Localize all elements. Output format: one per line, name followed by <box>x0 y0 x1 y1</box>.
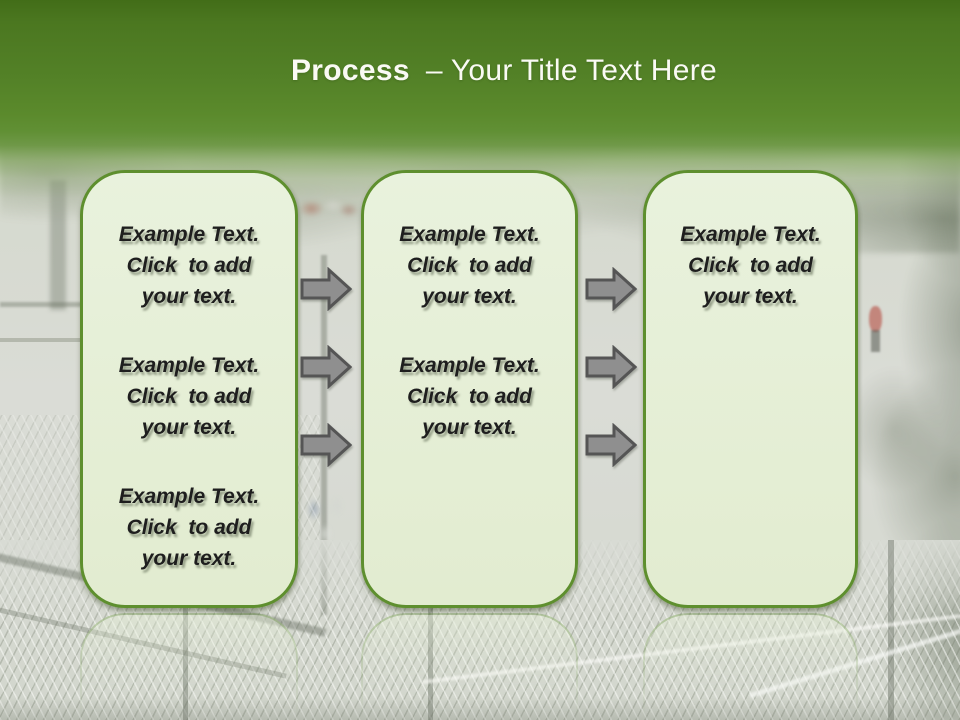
placeholder-line: your text. <box>141 416 237 439</box>
person-decor <box>869 306 882 332</box>
placeholder-line: Example Text. <box>118 223 260 246</box>
right-arrow-icon[interactable] <box>300 345 352 389</box>
placeholder-line: Click to add <box>688 254 813 277</box>
placeholder-line: Example Text. <box>118 354 260 377</box>
placeholder-line: your text. <box>141 547 237 570</box>
box-reflection <box>80 613 298 720</box>
placeholder-line: Click to add <box>126 254 252 277</box>
fence-post-decor <box>888 540 894 720</box>
placeholder-paragraph: Example Text. Click to add your text. <box>83 219 295 312</box>
placeholder-paragraph: Example Text. Click to add your text. <box>364 350 575 443</box>
title-placeholder-text: Your Title Text Here <box>450 54 717 87</box>
right-arrow-icon[interactable] <box>300 423 352 467</box>
placeholder-line: Example Text. <box>118 485 260 508</box>
person-decor <box>871 330 880 352</box>
right-arrow-icon[interactable] <box>300 267 352 311</box>
placeholder-paragraph: Example Text. Click to add your text. <box>83 350 295 443</box>
placeholder-line: your text. <box>141 285 237 308</box>
placeholder-line: Example Text. <box>399 223 540 246</box>
title-keyword: Process <box>290 54 410 87</box>
placeholder-line: Click to add <box>407 254 532 277</box>
placeholder-line: Click to add <box>126 385 252 408</box>
placeholder-paragraph: Example Text. Click to add your text. <box>83 481 295 574</box>
process-box-1[interactable]: Example Text. Click to add your text. Ex… <box>80 170 298 608</box>
placeholder-line: Click to add <box>407 385 532 408</box>
placeholder-line: Click to add <box>126 516 252 539</box>
right-arrow-icon[interactable] <box>585 423 637 467</box>
right-arrow-icon[interactable] <box>585 345 637 389</box>
placeholder-line: your text. <box>422 285 517 308</box>
fence-rail-decor <box>0 338 85 342</box>
process-box-3[interactable]: Example Text. Click to add your text. <box>643 170 858 608</box>
placeholder-line: your text. <box>422 416 517 439</box>
slide-title[interactable]: Process–Your Title Text Here <box>0 54 960 88</box>
box-reflection <box>643 613 858 720</box>
placeholder-line: your text. <box>703 285 798 308</box>
placeholder-line: Example Text. <box>680 223 821 246</box>
fence-rail-decor <box>0 302 95 307</box>
placeholder-paragraph: Example Text. Click to add your text. <box>364 219 575 312</box>
placeholder-line: Example Text. <box>399 354 540 377</box>
process-box-2[interactable]: Example Text. Click to add your text. Ex… <box>361 170 578 608</box>
box-reflection <box>361 613 578 720</box>
right-arrow-icon[interactable] <box>585 267 637 311</box>
placeholder-paragraph: Example Text. Click to add your text. <box>646 219 855 312</box>
title-separator: – <box>425 54 443 87</box>
